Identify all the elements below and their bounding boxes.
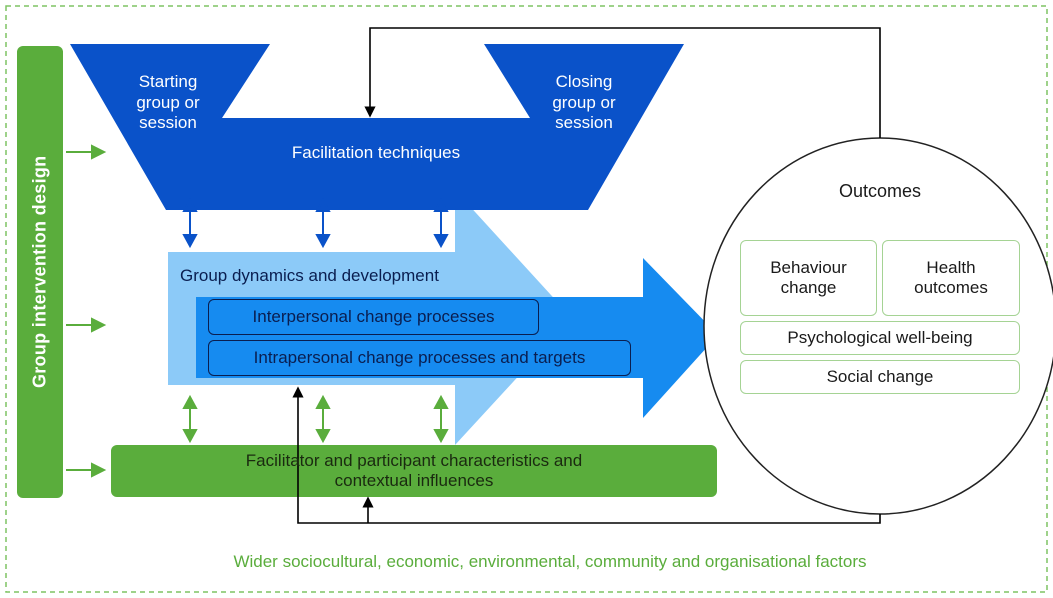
characteristics-line-2: contextual influences	[334, 471, 494, 490]
closing-group-label: Closing group or session	[552, 72, 616, 133]
outcomes-title: Outcomes	[838, 181, 922, 202]
change-processes-arrow	[196, 258, 718, 418]
characteristics-line-1: Facilitator and participant characterist…	[245, 450, 583, 470]
starting-group-label: Starting group or session	[136, 72, 200, 133]
group-intervention-design-bar: Group intervention design	[17, 46, 63, 498]
bottom-feedback-arrow	[292, 386, 881, 524]
characteristics-label: Facilitator and participant characterist…	[111, 447, 717, 495]
psychological-wellbeing-box: Psychological well-being	[740, 321, 1020, 355]
characteristics-bar	[111, 445, 717, 497]
interpersonal-change-box: Interpersonal change processes	[208, 299, 539, 335]
intrapersonal-change-box: Intrapersonal change processes and targe…	[208, 340, 631, 376]
design-arrows	[66, 144, 107, 478]
health-outcomes-box: Health outcomes	[882, 240, 1020, 316]
facilitation-techniques-label: Facilitation techniques	[291, 142, 461, 162]
facilitation-techniques-shape	[70, 44, 684, 210]
group-intervention-design-label: Group intervention design	[29, 155, 50, 389]
group-dynamics-title: Group dynamics and development	[180, 265, 439, 285]
social-change-box: Social change	[740, 360, 1020, 394]
top-feedback-arrow	[364, 27, 881, 138]
blue-double-arrows	[182, 197, 449, 249]
green-double-arrows	[182, 394, 449, 444]
wider-factors-label: Wider sociocultural, economic, environme…	[233, 551, 867, 571]
behaviour-change-box: Behaviour change	[740, 240, 877, 316]
